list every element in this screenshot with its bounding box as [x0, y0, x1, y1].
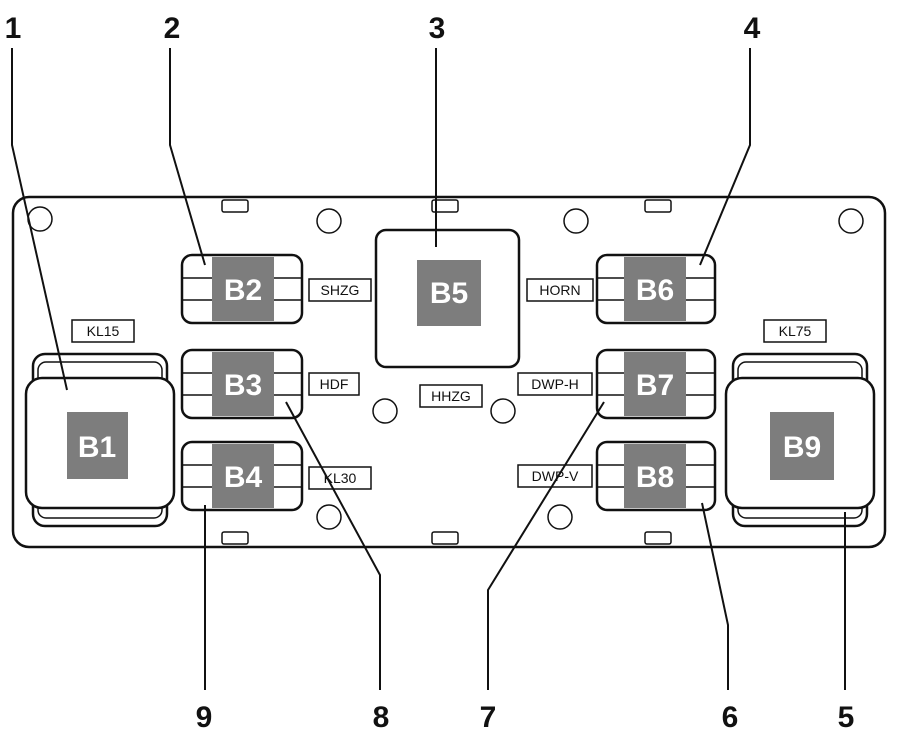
relay-b3-core [212, 352, 274, 416]
relay-b7: B7 [595, 348, 717, 420]
tag-shzg: SHZG [308, 278, 372, 302]
relay-b1: B1 [24, 352, 176, 528]
relay-b2: B2 [180, 253, 304, 325]
leader-line-6 [701, 502, 729, 690]
relay-b1-core [67, 412, 128, 479]
relay-b8-core [624, 444, 686, 508]
relay-b2-core [212, 257, 274, 321]
svg-text:HHZG: HHZG [431, 388, 471, 404]
svg-text:HORN: HORN [539, 282, 580, 298]
leader-line-2 [169, 48, 206, 266]
mounting-hole [27, 206, 53, 232]
tag-hhzg: HHZG [419, 384, 483, 408]
leader-line-1 [11, 48, 68, 391]
callout-6: 6 [722, 701, 739, 734]
board-tab [644, 531, 672, 545]
relay-b4-core [212, 444, 274, 508]
mounting-hole [316, 208, 342, 234]
mounting-hole [563, 208, 589, 234]
mounting-hole [372, 398, 398, 424]
callout-3: 3 [429, 12, 446, 45]
leader-line-8 [285, 401, 381, 690]
svg-text:KL30: KL30 [324, 470, 357, 486]
tag-kl15: KL15 [71, 319, 135, 343]
relay-b8-label: B8 [636, 461, 674, 494]
relay-b5: B5 [374, 228, 521, 369]
relay-b7-core [624, 352, 686, 416]
callout-4: 4 [744, 12, 761, 45]
svg-text:SHZG: SHZG [321, 282, 360, 298]
svg-text:KL75: KL75 [779, 323, 812, 339]
leader-line-7 [487, 401, 605, 690]
callout-5: 5 [838, 701, 855, 734]
tag-dwp-v: DWP-V [517, 464, 593, 488]
mounting-hole [838, 208, 864, 234]
tag-kl30: KL30 [308, 466, 372, 490]
relay-b6-core [624, 257, 686, 321]
relay-b2-label: B2 [224, 274, 262, 307]
svg-text:KL15: KL15 [87, 323, 120, 339]
board-tab [644, 199, 672, 213]
svg-text:DWP-V: DWP-V [532, 468, 579, 484]
mounting-hole [490, 398, 516, 424]
mounting-hole [547, 504, 573, 530]
tag-kl75: KL75 [763, 319, 827, 343]
relay-b8: B8 [595, 440, 717, 512]
relay-b3: B3 [180, 348, 304, 420]
relay-b9-core [770, 412, 834, 480]
board-tab [221, 531, 249, 545]
board-tab [221, 199, 249, 213]
board-tab [431, 531, 459, 545]
tag-horn: HORN [526, 278, 594, 302]
board-tab [431, 199, 459, 213]
board-outline [11, 195, 887, 549]
callout-7: 7 [480, 701, 497, 734]
callout-1: 1 [5, 12, 22, 45]
relay-b6-label: B6 [636, 274, 674, 307]
relay-b3-label: B3 [224, 369, 262, 402]
svg-text:HDF: HDF [320, 376, 349, 392]
tag-hdf: HDF [308, 372, 360, 396]
leader-line-4 [699, 48, 751, 266]
svg-text:DWP-H: DWP-H [531, 376, 578, 392]
tag-dwp-h: DWP-H [517, 372, 593, 396]
relay-b5-label: B5 [430, 277, 468, 310]
relay-b5-core [417, 260, 481, 326]
relay-b9-label: B9 [783, 431, 821, 464]
relay-b4: B4 [180, 440, 304, 512]
relay-b1-label: B1 [78, 431, 116, 464]
relay-b9: B9 [724, 352, 876, 528]
callout-8: 8 [373, 701, 390, 734]
relay-b6: B6 [595, 253, 717, 325]
relay-b4-label: B4 [224, 461, 263, 494]
mounting-hole [316, 504, 342, 530]
callout-2: 2 [164, 12, 181, 45]
callout-9: 9 [196, 701, 213, 734]
relay-b7-label: B7 [636, 369, 674, 402]
